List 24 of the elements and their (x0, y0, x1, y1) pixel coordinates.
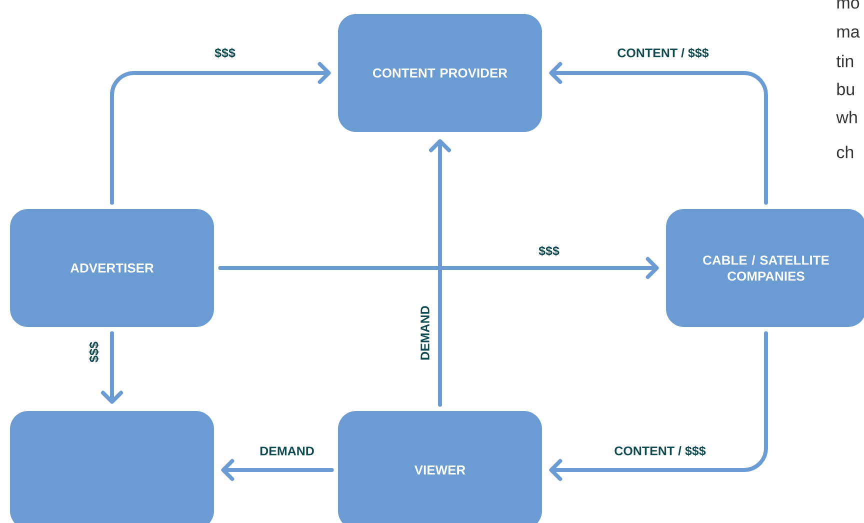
edge-label: CONTENT / $$$ (616, 46, 710, 60)
process-box: VIEWER (338, 411, 542, 523)
empty-box (10, 411, 214, 523)
process-box: ADVERTISER (10, 209, 214, 327)
arrow (110, 62, 331, 205)
arrow (101, 331, 123, 404)
edge-label: $$$ (214, 46, 236, 60)
edge-label: CONTENT / $$$ (613, 444, 707, 458)
edge-label: DEMAND (420, 304, 430, 362)
text-fragment: tin (836, 54, 854, 68)
text-fragment: wh (836, 110, 857, 124)
text-fragment: ma (837, 28, 860, 38)
process-box: CONTENT PROVIDER (338, 14, 542, 132)
arrow (218, 257, 659, 279)
edge-label: $$$ (88, 340, 100, 364)
text-fragment: bu (837, 82, 854, 96)
arrow (221, 459, 334, 481)
text-fragment: ch (836, 146, 854, 158)
process-box: CABLE / SATELLITE COMPANIES (666, 209, 864, 327)
arrow (429, 139, 451, 407)
edge-label: $$$ (538, 244, 560, 258)
edge-label: DEMAND (258, 446, 316, 456)
arrow (549, 62, 768, 205)
arrow (549, 331, 768, 481)
